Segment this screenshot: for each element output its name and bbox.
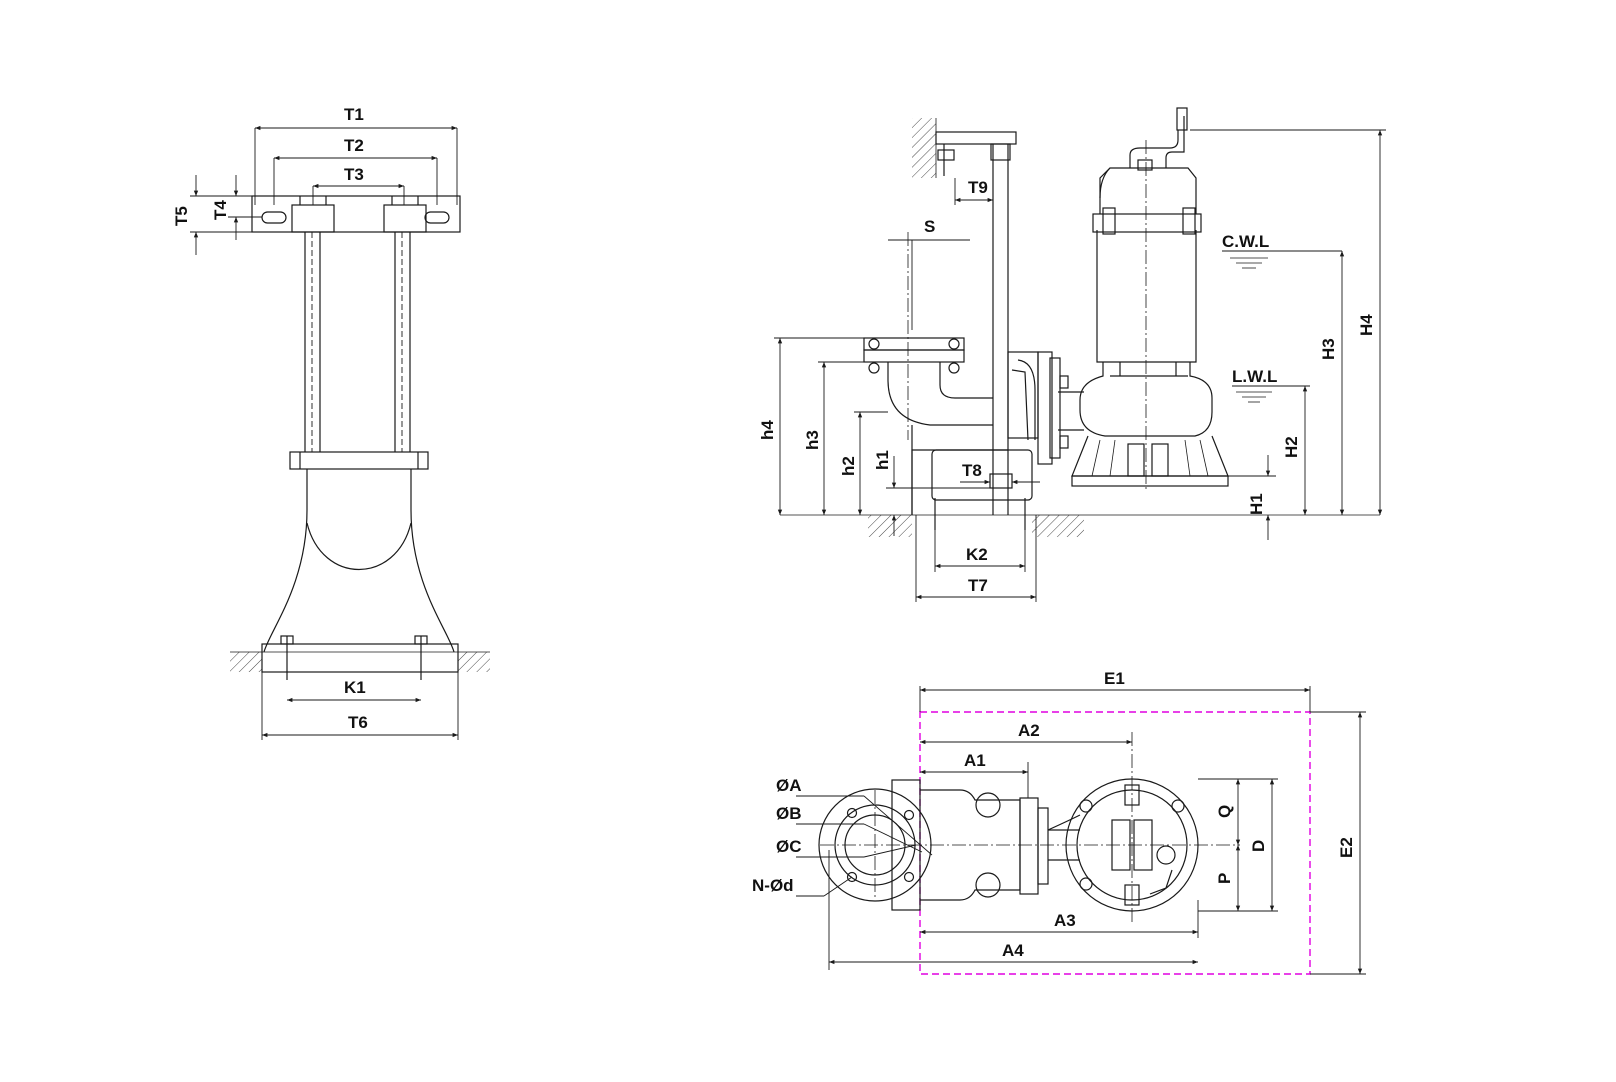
label-A3: A3 bbox=[1054, 911, 1076, 930]
label-T4: T4 bbox=[211, 200, 230, 220]
label-H2: H2 bbox=[1282, 436, 1301, 458]
label-P: P bbox=[1215, 873, 1234, 884]
label-K1: K1 bbox=[344, 678, 366, 697]
label-h4: h4 bbox=[758, 420, 777, 440]
front-view: T1 T2 T3 T4 T5 K1 T6 bbox=[172, 105, 490, 740]
label-K2: K2 bbox=[966, 545, 988, 564]
label-T9: T9 bbox=[968, 178, 988, 197]
label-T2: T2 bbox=[344, 136, 364, 155]
label-h2: h2 bbox=[839, 456, 858, 476]
label-E2: E2 bbox=[1337, 837, 1356, 858]
label-A2: A2 bbox=[1018, 721, 1040, 740]
label-S: S bbox=[924, 217, 935, 236]
plan-view: ØA ØB ØC N-Ød E1 A2 A1 A3 A4 E bbox=[752, 669, 1366, 975]
label-H4: H4 bbox=[1357, 314, 1376, 336]
label-T6: T6 bbox=[348, 713, 368, 732]
label-T8: T8 bbox=[962, 461, 982, 480]
label-n-holes: N-Ød bbox=[752, 876, 794, 895]
label-H3: H3 bbox=[1319, 338, 1338, 360]
label-T7: T7 bbox=[968, 576, 988, 595]
label-diameter-B: ØB bbox=[776, 804, 802, 823]
label-diameter-C: ØC bbox=[776, 837, 802, 856]
label-h1: h1 bbox=[873, 450, 892, 470]
label-lwl: L.W.L bbox=[1232, 367, 1277, 386]
label-H1: H1 bbox=[1247, 493, 1266, 515]
label-Q: Q bbox=[1215, 805, 1234, 818]
label-A1: A1 bbox=[964, 751, 986, 770]
label-T1: T1 bbox=[344, 105, 364, 124]
label-E1: E1 bbox=[1104, 669, 1125, 688]
label-diameter-A: ØA bbox=[776, 776, 802, 795]
label-A4: A4 bbox=[1002, 941, 1024, 960]
side-view: C.W.L L.W.L H4 H3 H2 H1 h4 h3 h2 h1 bbox=[758, 107, 1386, 602]
label-T5: T5 bbox=[172, 206, 191, 226]
label-cwl: C.W.L bbox=[1222, 232, 1269, 251]
label-h3: h3 bbox=[803, 430, 822, 450]
label-D: D bbox=[1249, 840, 1268, 852]
label-T3: T3 bbox=[344, 165, 364, 184]
